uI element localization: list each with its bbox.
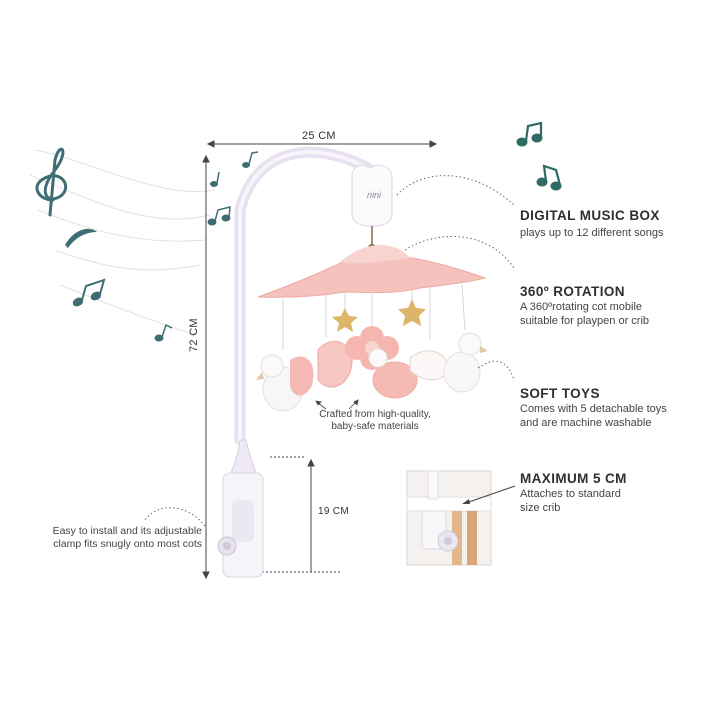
small-note-icon-c [154, 323, 173, 342]
small-note-icon-d [210, 171, 220, 187]
materials-caption: Crafted from high-quality, baby-safe mat… [300, 409, 450, 433]
music-note-icon-top-right [516, 121, 543, 147]
toy-swan-right [443, 332, 488, 393]
music-note-crescent-icon [65, 228, 97, 248]
feature-desc-line: Comes with 5 detachable toys [520, 403, 667, 415]
music-note-icon-right [536, 164, 562, 191]
feature-soft-toys: SOFT TOYS Comes with 5 detachable toys a… [520, 386, 715, 430]
gold-star-left [332, 308, 358, 332]
brand-logo: nini [367, 190, 382, 200]
crib-detail-inset [406, 470, 516, 566]
pink-canopy [257, 244, 487, 298]
caption-line: clamp fits snugly onto most cots [53, 538, 202, 550]
toy-swan-pink [368, 348, 449, 399]
materials-arrows [315, 399, 359, 410]
toy-swan-left [256, 354, 314, 412]
clamp-height-label: 19 CM [318, 506, 349, 517]
music-box [351, 164, 393, 252]
feature-rotation: 360º ROTATION A 360ºrotating cot mobile … [520, 284, 715, 328]
width-dimension-line [206, 140, 438, 148]
clamp-caption: Easy to install and its adjustable clamp… [18, 525, 202, 551]
height-label: 72 CM [188, 318, 200, 352]
feature-music-box: DIGITAL MUSIC BOX plays up to 12 differe… [520, 208, 715, 241]
small-note-icon-b [207, 206, 231, 226]
feature-desc-line: suitable for playpen or crib [520, 314, 650, 327]
gold-star-right [398, 299, 426, 326]
width-label: 25 CM [302, 130, 336, 142]
feature-title: DIGITAL MUSIC BOX [520, 208, 660, 223]
feature-max-size: MAXIMUM 5 CM Attaches to standard size c… [520, 471, 715, 515]
height-dimension-line [202, 154, 210, 580]
feature-desc-line: A 360ºrotating cot mobile [520, 301, 643, 313]
feature-title: SOFT TOYS [520, 386, 600, 401]
caption-line: Easy to install and its adjustable [52, 525, 202, 537]
toy-wing-pink [317, 340, 353, 388]
feature-desc-line: size crib [520, 501, 561, 514]
treble-clef-icon [35, 147, 68, 217]
double-note-icon-left [72, 278, 106, 307]
caption-line: Crafted from high-quality, [319, 409, 431, 420]
clamp-base [217, 472, 264, 578]
small-note-icon-a [242, 151, 259, 168]
caption-line: baby-safe materials [331, 421, 419, 432]
feature-title: 360º ROTATION [520, 284, 625, 299]
callout-lines [144, 175, 515, 527]
feature-title: MAXIMUM 5 CM [520, 471, 627, 486]
clamp-dimension-line [262, 456, 340, 573]
feature-desc-line: and are machine washable [520, 416, 652, 429]
feature-desc-line: Attaches to standard [520, 488, 621, 500]
feature-desc-line: plays up to 12 different songs [520, 227, 664, 239]
